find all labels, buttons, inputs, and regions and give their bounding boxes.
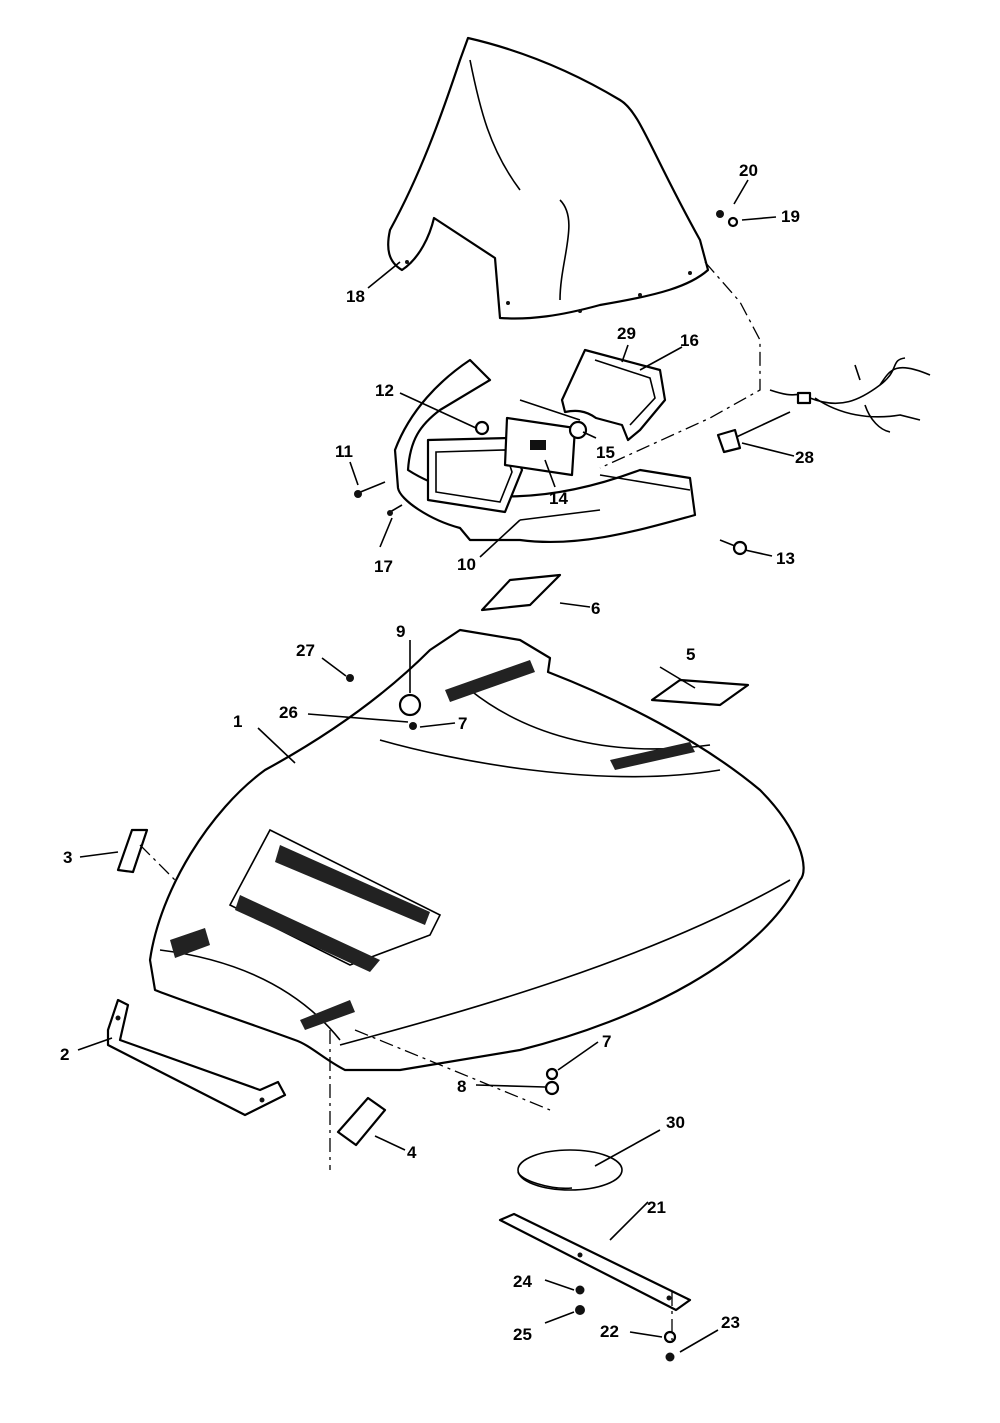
- callout-18: 18: [346, 287, 365, 306]
- ring-30: [517, 1149, 623, 1191]
- callout-17: 17: [374, 557, 393, 576]
- dash-panel: [393, 358, 697, 544]
- callout-10: 10: [457, 555, 476, 574]
- callout-22: 22: [600, 1322, 619, 1341]
- front-bracket: [106, 998, 287, 1117]
- screw-13: [719, 539, 748, 556]
- callout-8: 8: [457, 1077, 466, 1096]
- windshield: [387, 36, 710, 320]
- callout-20: 20: [739, 161, 758, 180]
- assembly-lines: [139, 261, 761, 1340]
- decal-5: [650, 678, 750, 707]
- callout-21: 21: [647, 1198, 666, 1217]
- callout-19: 19: [781, 207, 800, 226]
- callout-25: 25: [513, 1325, 532, 1344]
- callout-29: 29: [617, 324, 636, 343]
- callout-30: 30: [666, 1113, 685, 1132]
- vent-inserts: [170, 660, 695, 1030]
- callout-1: 1: [233, 712, 242, 731]
- callout-12: 12: [375, 381, 394, 400]
- nut-25: [575, 1305, 585, 1315]
- callout-4: 4: [407, 1143, 417, 1162]
- bulb: [568, 420, 588, 440]
- callout-9: 9: [396, 622, 405, 641]
- callout-14: 14: [549, 489, 568, 508]
- callout-3: 3: [63, 848, 72, 867]
- callout-7-lower: 7: [602, 1032, 611, 1051]
- screw-17: [387, 504, 403, 516]
- nut-7: [545, 1067, 559, 1081]
- spring: [474, 420, 490, 436]
- reflector-4: [336, 1096, 387, 1147]
- pin-27: [346, 674, 354, 682]
- callout-15: 15: [596, 443, 615, 462]
- callout-16: 16: [680, 331, 699, 350]
- nut-20: [716, 210, 724, 218]
- callout-2: 2: [60, 1045, 69, 1064]
- support-21: [498, 1212, 692, 1312]
- headlight-cover: [560, 348, 667, 442]
- callout-6: 6: [591, 599, 600, 618]
- callout-11: 11: [335, 442, 353, 461]
- reflector-3: [116, 828, 149, 874]
- callout-28: 28: [795, 448, 814, 467]
- nut-23: [665, 1352, 675, 1362]
- callout-13: 13: [776, 549, 795, 568]
- decal-6: [480, 573, 562, 612]
- callout-7-upper: 7: [458, 714, 467, 733]
- leader-lines: [77, 179, 795, 1353]
- callout-5: 5: [686, 645, 695, 664]
- callout-26: 26: [279, 703, 298, 722]
- washer-19: [727, 216, 739, 228]
- washer-24: [575, 1285, 585, 1295]
- callout-23: 23: [721, 1313, 740, 1332]
- callout-24: 24: [513, 1272, 532, 1291]
- screw-11: [354, 481, 386, 498]
- fastener-26: [409, 722, 417, 730]
- washer-8: [544, 1080, 560, 1096]
- wiring-harness: [716, 357, 931, 454]
- knob-9: [398, 693, 422, 717]
- washer-22: [663, 1330, 677, 1344]
- callout-27: 27: [296, 641, 315, 660]
- callout-labels: 1 2 3 4 5 6 7 7 8 9 10 11 12 13 14 15 16…: [60, 161, 814, 1344]
- headlight: [503, 399, 581, 477]
